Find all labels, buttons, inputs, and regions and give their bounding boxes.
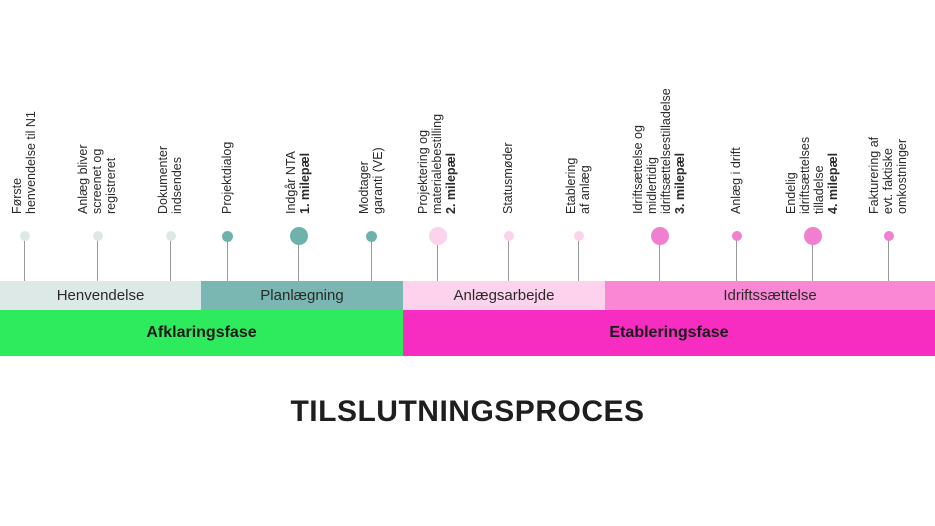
- milestone-dot: [92, 231, 103, 241]
- milestone-stem: [24, 236, 25, 281]
- page-title: TILSLUTNINGSPROCES: [290, 395, 645, 428]
- milestone-label-line: Indgår NTA: [284, 151, 298, 214]
- milestone-label-line: Projektdialog: [220, 141, 234, 214]
- milestone-label-line: idriftsættelses: [798, 136, 812, 214]
- milestone-dot: [366, 230, 377, 242]
- milestone-stem: [371, 236, 372, 281]
- milestone-stem: [227, 236, 228, 281]
- milestone-dot: [503, 231, 514, 241]
- milestone-label-line: Etablering: [564, 157, 578, 214]
- milestone-label-line: Anlæg i drift: [729, 147, 743, 214]
- fase-etableringsfase: Etableringsfase: [403, 310, 935, 356]
- milestone-label-line: Første: [10, 177, 24, 214]
- milestone-label-line: Fakturering af: [867, 136, 881, 214]
- milestone-stem: [888, 236, 889, 281]
- milestone-label-line: midlertidig: [645, 157, 659, 214]
- milestone-label-line: tilladelse: [812, 165, 826, 214]
- milestone-label-line: Modtager: [357, 161, 371, 214]
- milestone-dot: [731, 231, 742, 241]
- milestone-label-line: evt. faktiske: [881, 148, 895, 214]
- milestone-label-line: henvendelse til N1: [24, 111, 38, 214]
- milestone-label-bold: 3. milepæl: [673, 152, 687, 214]
- milestone-label-line: registreret: [104, 157, 118, 214]
- milestone-label-line: Anlæg bliver: [76, 144, 90, 214]
- milestone-label-line: Statusmøder: [501, 142, 515, 214]
- milestone-label: Projektdialog: [220, 142, 234, 214]
- phase-planlaegning: Planlægning: [201, 281, 403, 310]
- milestone-stem: [736, 236, 737, 281]
- milestone-stem: [659, 236, 660, 281]
- milestone-dot: [428, 227, 447, 245]
- milestone-label: Statusmøder: [501, 142, 515, 214]
- milestone-label-line: indsendes: [170, 157, 184, 214]
- milestone-dot: [222, 230, 233, 242]
- milestone-stem: [812, 236, 813, 281]
- milestone-label-line: materialebestilling: [430, 113, 444, 214]
- milestone-dot: [19, 231, 30, 241]
- milestone-label-line: Projektering og: [416, 129, 430, 214]
- milestone-dot: [650, 227, 669, 245]
- milestone-stem: [97, 236, 98, 281]
- milestone-stem: [298, 236, 299, 281]
- milestone-label-line: screenet og: [90, 148, 104, 214]
- milestone-dot: [289, 227, 308, 245]
- phase-idriftssaettelse: Idriftssættelse: [605, 281, 935, 310]
- milestone-label-bold: 2. milepæl: [444, 152, 458, 214]
- milestone-dot: [165, 231, 176, 241]
- milestone-dot: [883, 231, 894, 241]
- phase-anlaegsarbejde: Anlægsarbejde: [403, 281, 605, 310]
- milestone-stem: [578, 236, 579, 281]
- milestone-label-line: Idriftsættelse og: [631, 125, 645, 214]
- milestone-label-line: af anlæg: [578, 165, 592, 214]
- milestone-label-line: Dokumenter: [156, 145, 170, 214]
- milestone-label-line: omkostninger: [895, 138, 909, 214]
- fase-afklaringsfase: Afklaringsfase: [0, 310, 403, 356]
- milestone-stem: [508, 236, 509, 281]
- milestone-stem: [437, 236, 438, 281]
- milestone-stem: [170, 236, 171, 281]
- milestone-label-bold: 4. milepæl: [826, 152, 840, 214]
- milestone-label-line: idriftsættelsestilladelse: [659, 88, 673, 214]
- milestone-dot: [803, 227, 822, 245]
- milestone-dot: [573, 231, 584, 241]
- milestone-label-line: Endelig: [784, 172, 798, 214]
- milestone-label: Anlæg i drift: [729, 147, 743, 214]
- milestone-label-line: garanti (VE): [371, 147, 385, 214]
- phase-henvendelse: Henvendelse: [0, 281, 201, 310]
- milestone-label-bold: 1. milepæl: [298, 152, 312, 214]
